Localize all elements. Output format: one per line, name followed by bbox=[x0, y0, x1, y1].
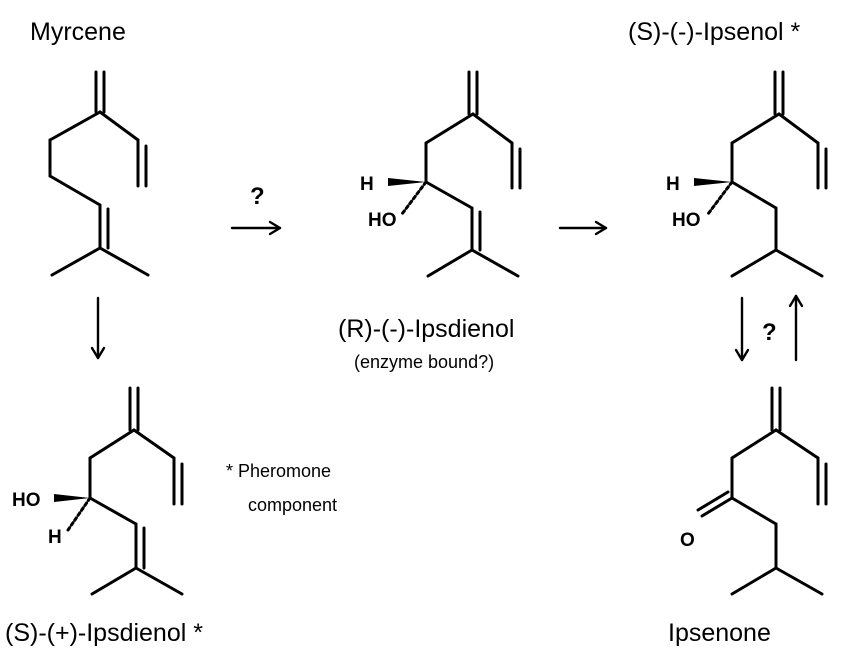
r-ipsdienol-ho-atom: HO bbox=[368, 210, 397, 231]
arrow-s-ipsenol-to-ipsenone bbox=[734, 296, 750, 362]
s-ipsenol-label: (S)-(-)-Ipsenol * bbox=[628, 18, 801, 46]
s-ipsdienol-structure: HO H bbox=[12, 386, 184, 596]
ipsenone-label: Ipsenone bbox=[668, 619, 771, 647]
arrow-myrcene-to-s-ipsdienol bbox=[90, 296, 106, 360]
ipsenone-structure: O bbox=[680, 386, 828, 596]
myrcene-label: Myrcene bbox=[30, 18, 126, 46]
s-ipsenol-h-atom: H bbox=[666, 174, 680, 195]
s-ipsdienol-h-atom: H bbox=[48, 527, 62, 548]
r-ipsdienol-note: (enzyme bound?) bbox=[354, 352, 494, 372]
s-ipsenol-ho-atom: HO bbox=[672, 210, 701, 231]
s-ipsdienol-label: (S)-(+)-Ipsdienol * bbox=[5, 619, 203, 647]
r-ipsdienol-h-atom: H bbox=[360, 174, 374, 195]
ipsenone-o-atom: O bbox=[680, 530, 695, 551]
s-ipsdienol-ho-atom: HO bbox=[12, 490, 41, 511]
arrow-question-mark-1: ? bbox=[250, 183, 265, 210]
footnote-line2: component bbox=[248, 495, 337, 515]
r-ipsdienol-structure: H HO bbox=[360, 70, 522, 278]
arrow-myrcene-to-r-ipsdienol bbox=[230, 220, 282, 236]
arrow-r-ipsdienol-to-s-ipsenol bbox=[558, 220, 608, 236]
myrcene-structure bbox=[48, 70, 150, 277]
arrow-ipsenone-to-s-ipsenol bbox=[788, 294, 804, 362]
s-ipsenol-structure: H HO bbox=[666, 70, 828, 278]
arrow-question-mark-2: ? bbox=[762, 319, 777, 346]
footnote-line1: * Pheromone bbox=[226, 461, 331, 481]
r-ipsdienol-label: (R)-(-)-Ipsdienol bbox=[338, 315, 514, 343]
